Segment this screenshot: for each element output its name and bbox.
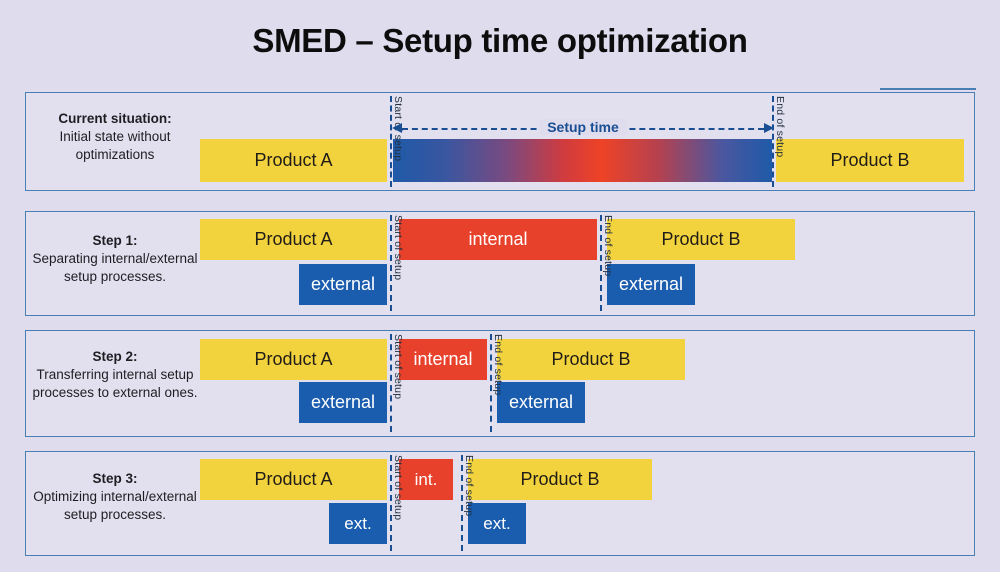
caption-heading: Step 1: <box>92 233 138 248</box>
setup-gradient-bar-row1[interactable] <box>393 139 772 182</box>
external-b-bar-row4[interactable]: ext. <box>468 503 526 544</box>
caption-step-1: Step 1: Separating internal/external set… <box>32 232 198 285</box>
caption-step-2: Step 2: Transferring internal setup proc… <box>32 348 198 401</box>
product-a-bar-row3[interactable]: Product A <box>200 339 387 380</box>
marker-label: End of setup <box>463 455 475 517</box>
arrow-head-right-icon <box>764 123 774 133</box>
caption-description: Optimizing internal/external setup proce… <box>33 489 197 522</box>
external-b-bar-row2[interactable]: external <box>607 264 695 305</box>
dashed-line <box>490 334 492 432</box>
product-a-bar-row1[interactable]: Product A <box>200 139 387 182</box>
caption-step-3: Step 3: Optimizing internal/external set… <box>32 470 198 523</box>
caption-current-situation: Current situation: Initial state without… <box>35 110 195 163</box>
product-b-bar-row1[interactable]: Product B <box>776 139 964 182</box>
dashed-line <box>600 215 602 311</box>
internal-bar-row2[interactable]: internal <box>399 219 597 260</box>
marker-label: End of setup <box>602 215 614 277</box>
caption-heading: Current situation: <box>58 111 172 126</box>
dashed-line <box>461 455 463 551</box>
internal-bar-row3[interactable]: internal <box>399 339 487 380</box>
marker-label: End of setup <box>492 334 504 396</box>
border-artifact <box>880 88 976 90</box>
internal-bar-row4[interactable]: int. <box>399 459 453 500</box>
caption-description: Transferring internal setup processes to… <box>32 367 198 400</box>
marker-label: Start of setup <box>392 96 404 162</box>
setup-time-annotation: Setup time <box>392 119 774 137</box>
setup-time-label: Setup time <box>540 119 626 135</box>
dashed-line <box>390 455 392 551</box>
external-a-bar-row4[interactable]: ext. <box>329 503 387 544</box>
product-b-bar-row4[interactable]: Product B <box>468 459 652 500</box>
product-b-bar-row2[interactable]: Product B <box>607 219 795 260</box>
marker-label: End of setup <box>774 96 786 158</box>
dashed-line <box>772 96 774 187</box>
marker-label: Start of setup <box>392 334 404 400</box>
external-a-bar-row3[interactable]: external <box>299 382 387 423</box>
marker-label: Start of setup <box>392 455 404 521</box>
product-a-bar-row2[interactable]: Product A <box>200 219 387 260</box>
dashed-line <box>390 215 392 311</box>
page-title: SMED – Setup time optimization <box>252 22 748 59</box>
marker-label: Start of setup <box>392 215 404 281</box>
dashed-line <box>390 334 392 432</box>
dashed-line <box>390 96 392 187</box>
caption-description: Initial state without optimizations <box>59 129 171 162</box>
caption-heading: Step 3: <box>92 471 138 486</box>
caption-description: Separating internal/external setup proce… <box>32 251 198 284</box>
external-b-bar-row3[interactable]: external <box>497 382 585 423</box>
product-a-bar-row4[interactable]: Product A <box>200 459 387 500</box>
caption-heading: Step 2: <box>92 349 138 364</box>
product-b-bar-row3[interactable]: Product B <box>497 339 685 380</box>
arrow-head-left-icon <box>392 123 402 133</box>
external-a-bar-row2[interactable]: external <box>299 264 387 305</box>
